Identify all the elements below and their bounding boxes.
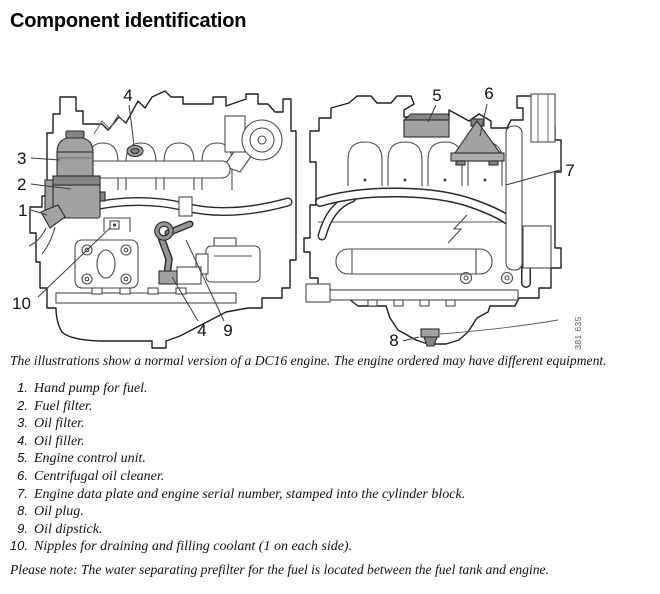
left-engine-view xyxy=(28,90,297,349)
callout-hand-pump: 1 xyxy=(18,201,27,220)
leader-line xyxy=(402,336,420,342)
callouts: 4 3 2 1 10 4 9 5 6 7 8 xyxy=(12,84,575,350)
callout-engine-control-unit: 5 xyxy=(432,86,441,105)
list-item-text: Fuel filter. xyxy=(34,398,93,414)
leader-line xyxy=(185,239,225,322)
callout-oil-dipstick: 9 xyxy=(223,321,232,340)
list-item-text: Centrifugal oil cleaner. xyxy=(34,468,165,484)
list-item-number: 4. xyxy=(17,432,28,448)
list-item-text: Engine control unit. xyxy=(34,451,146,467)
list-item: 4. Oil filler. xyxy=(8,433,465,451)
list-item: 9. Oil dipstick. xyxy=(8,521,465,539)
oil-filler-cap-highlight xyxy=(126,144,144,158)
callout-oil-filler-top: 4 xyxy=(123,86,132,105)
fuel-filter-highlight xyxy=(44,175,106,219)
list-item-text: Oil filter. xyxy=(34,416,85,432)
list-item-number: 3. xyxy=(17,415,28,431)
list-item-text: Engine data plate and engine serial numb… xyxy=(34,486,466,502)
right-side-ducting xyxy=(505,93,556,271)
hand-pump-highlight xyxy=(28,204,66,255)
engine-control-unit-highlight xyxy=(402,113,450,138)
list-item-number: 9. xyxy=(17,520,28,536)
callout-fuel-filter: 2 xyxy=(17,175,26,194)
coolant-nipple xyxy=(103,217,131,232)
list-item-text: Hand pump for fuel. xyxy=(34,381,148,396)
hose-squiggle xyxy=(447,214,468,244)
figure-caption: The illustrations show a normal version … xyxy=(10,353,607,368)
callout-centrifugal-oil-cleaner: 6 xyxy=(484,84,493,103)
leader-line xyxy=(128,104,135,147)
list-item: 8. Oil plug. xyxy=(8,503,465,521)
leader-line xyxy=(171,276,199,322)
leader-line xyxy=(505,169,561,186)
drawing-number-label: 381 635 xyxy=(573,316,583,350)
leader-line xyxy=(30,209,48,216)
list-item: 3. Oil filter. xyxy=(8,415,465,433)
list-item: 10. Nipples for draining and filling cool… xyxy=(8,538,465,556)
leader-line xyxy=(479,103,488,137)
engine-figure: 4 3 2 1 10 4 9 5 6 7 8 381 635 xyxy=(12,84,583,350)
list-item-number: 6. xyxy=(17,467,28,483)
centrifugal-oil-cleaner-highlight xyxy=(450,118,505,166)
list-item-number: 10. xyxy=(9,538,28,554)
component-list: 1. Hand pump for fuel. 2. Fuel filter. 3. O… xyxy=(8,380,465,556)
list-item: 2. Fuel filter. xyxy=(8,398,465,416)
oil-plug-highlight xyxy=(420,328,440,347)
page-title: Component identification xyxy=(10,10,247,32)
oil-filter-highlight xyxy=(56,130,94,177)
list-item-text: Oil dipstick. xyxy=(34,521,103,537)
leader-line xyxy=(30,157,61,161)
callout-oil-filter: 3 xyxy=(17,149,26,168)
callout-oil-plug: 8 xyxy=(389,331,398,350)
callout-engine-data-plate: 7 xyxy=(565,161,574,180)
list-item-number: 2. xyxy=(17,397,28,413)
right-engine-view xyxy=(303,93,562,347)
turbocharger xyxy=(224,115,283,161)
list-item: 7. Engine data plate and engine serial nu… xyxy=(8,486,465,504)
oil-cooler xyxy=(335,248,493,275)
leader-line xyxy=(30,183,72,190)
leader-line xyxy=(427,104,437,123)
block-rail-left xyxy=(55,287,237,304)
list-item-number: 8. xyxy=(17,503,28,519)
list-item: 6. Centrifugal oil cleaner. xyxy=(8,468,465,486)
block-rail-right xyxy=(305,283,519,307)
sensor-wire xyxy=(93,114,126,135)
list-item: 5. Engine control unit. xyxy=(8,450,465,468)
list-item-number: 5. xyxy=(17,450,28,466)
pipe-clamp xyxy=(178,196,193,217)
list-item-text: Nipples for draining and filling coolant… xyxy=(34,539,353,555)
list-item-text: Oil plug. xyxy=(34,504,84,520)
intake-pipe xyxy=(83,160,231,179)
note: Please note: The water separating prefil… xyxy=(10,562,549,577)
engine-mount-plate xyxy=(74,239,139,289)
callout-oil-filler-lower: 4 xyxy=(197,321,206,340)
list-item-number: 1. xyxy=(17,380,28,395)
list-item-text: Oil filler. xyxy=(34,433,85,449)
oil-dipstick-highlight xyxy=(154,220,202,285)
oil-pan-seam xyxy=(439,319,559,335)
leader-line xyxy=(37,227,111,298)
callout-coolant-nipple: 10 xyxy=(12,294,31,313)
list-item: 1. Hand pump for fuel. xyxy=(8,380,465,398)
list-item-number: 7. xyxy=(17,485,28,501)
